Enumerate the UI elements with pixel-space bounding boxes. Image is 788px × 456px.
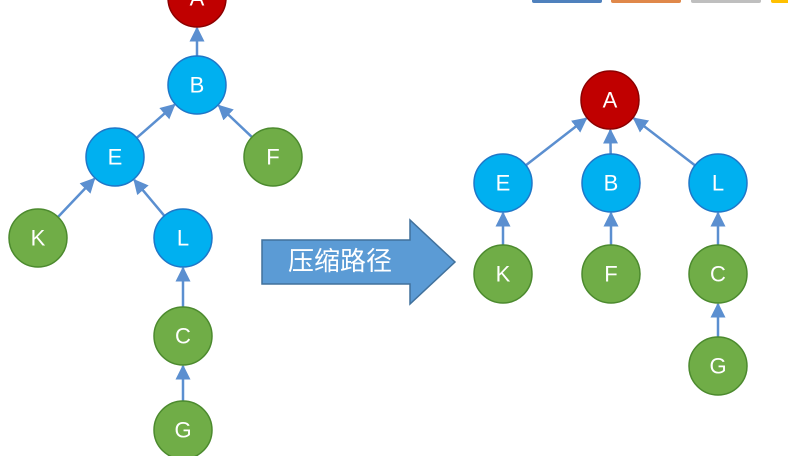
right-tree-node-g: G bbox=[688, 336, 748, 396]
block-arrow-shape bbox=[261, 218, 457, 306]
left-tree-node-k-label: K bbox=[31, 226, 46, 251]
right-tree-node-k-circle bbox=[473, 244, 533, 304]
right-tree-node-e: E bbox=[473, 153, 533, 213]
left-tree-node-a-circle bbox=[167, 0, 227, 28]
right-tree-node-a: A bbox=[580, 70, 640, 130]
left-tree-node-l-label: L bbox=[177, 226, 189, 251]
right-tree-node-g-label: G bbox=[709, 354, 726, 379]
top-tab-orange bbox=[611, 0, 681, 3]
top-tab-gray bbox=[691, 0, 761, 3]
left-tree-node-k: K bbox=[8, 208, 68, 268]
right-tree-node-f-circle bbox=[581, 244, 641, 304]
right-tree-node-a-label: A bbox=[603, 88, 618, 113]
right-tree-node-l: L bbox=[688, 153, 748, 213]
left-tree-edge-f-to-b bbox=[217, 104, 253, 138]
left-tree-node-g-circle bbox=[153, 400, 213, 456]
right-tree-edge-e-to-a bbox=[525, 117, 588, 167]
right-tree-edges bbox=[495, 117, 726, 337]
left-tree-node-e: E bbox=[85, 127, 145, 187]
left-tree-node-k-circle bbox=[8, 208, 68, 268]
right-tree-node-l-label: L bbox=[712, 171, 724, 196]
right-tree-node-c-label: C bbox=[710, 262, 726, 287]
top-tab-yellow bbox=[771, 0, 788, 3]
right-tree-node-k: K bbox=[473, 244, 533, 304]
left-tree-edge-e-to-b bbox=[135, 103, 176, 139]
left-tree-node-b-circle bbox=[167, 55, 227, 115]
right-tree-node-a-circle bbox=[580, 70, 640, 130]
left-tree-node-b: B bbox=[167, 55, 227, 115]
left-tree-node-l: L bbox=[153, 208, 213, 268]
right-tree-node-c-circle bbox=[688, 244, 748, 304]
right-tree-node-b-circle bbox=[581, 153, 641, 213]
left-tree-node-e-label: E bbox=[108, 145, 123, 170]
right-tree-node-b-label: B bbox=[604, 171, 619, 196]
left-tree-node-f-circle bbox=[243, 127, 303, 187]
left-tree-node-a: A bbox=[167, 0, 227, 28]
right-tree-node-f-label: F bbox=[604, 262, 617, 287]
compress-path-label: 压缩路径 bbox=[288, 247, 392, 277]
right-tree-node-l-circle bbox=[688, 153, 748, 213]
left-tree-nodes: A B E F K L C G bbox=[8, 0, 303, 456]
right-tree-node-k-label: K bbox=[496, 262, 511, 287]
left-tree-node-f: F bbox=[243, 127, 303, 187]
right-tree-nodes: A E B L K F C G bbox=[473, 70, 748, 396]
left-tree-node-c: C bbox=[153, 306, 213, 366]
left-tree-node-g: G bbox=[153, 400, 213, 456]
left-tree-node-c-circle bbox=[153, 306, 213, 366]
right-tree-node-c: C bbox=[688, 244, 748, 304]
right-tree-node-g-circle bbox=[688, 336, 748, 396]
left-tree-node-l-circle bbox=[153, 208, 213, 268]
right-tree-node-e-circle bbox=[473, 153, 533, 213]
top-tab-blue bbox=[532, 0, 602, 3]
left-tree-edge-l-to-e bbox=[133, 178, 166, 217]
right-tree-edge-l-to-a bbox=[632, 117, 696, 167]
right-tree-node-b: B bbox=[581, 153, 641, 213]
right-tree-node-e-label: E bbox=[496, 171, 511, 196]
compress-path-arrow: 压缩路径 bbox=[261, 218, 457, 306]
left-tree-edges bbox=[57, 26, 253, 401]
left-tree-edge-k-to-e bbox=[57, 177, 96, 218]
left-tree-node-f-label: F bbox=[266, 145, 279, 170]
left-tree-node-c-label: C bbox=[175, 324, 191, 349]
left-tree-node-a-label: A bbox=[190, 0, 205, 11]
left-tree-node-b-label: B bbox=[190, 73, 205, 98]
top-tabs bbox=[532, 0, 788, 3]
left-tree-node-g-label: G bbox=[174, 418, 191, 443]
left-tree-node-e-circle bbox=[85, 127, 145, 187]
right-tree-node-f: F bbox=[581, 244, 641, 304]
